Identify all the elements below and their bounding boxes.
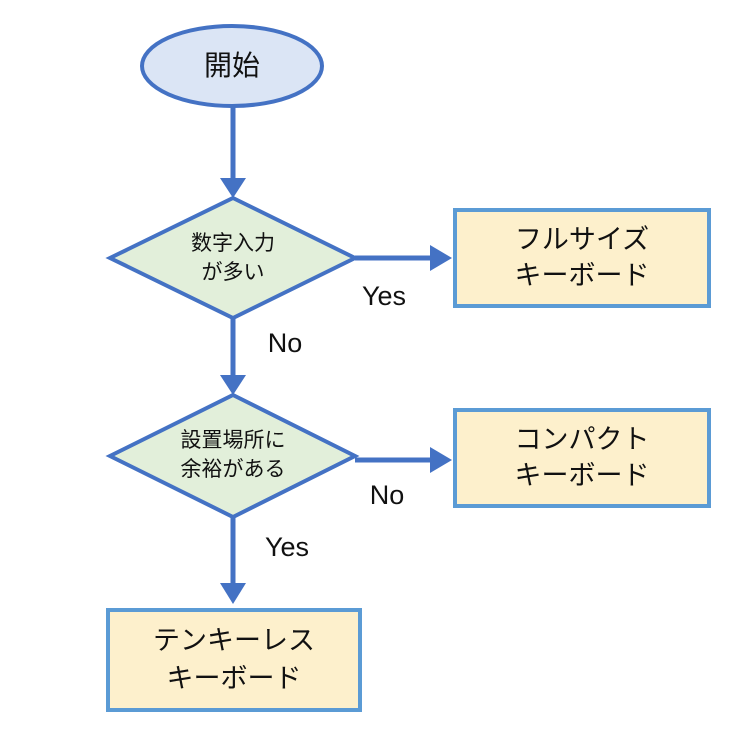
edge-label-decision1-no: No [268, 328, 303, 358]
edge-label-decision1-yes: Yes [362, 281, 406, 311]
compact-box [453, 408, 711, 508]
edge-label-decision2-no: No [370, 480, 405, 510]
arrowhead-start-to-decision1 [220, 178, 246, 198]
connectors [220, 105, 452, 604]
decision-node-space-available: 設置場所に 余裕がある [105, 392, 360, 520]
decision1-diamond [105, 195, 360, 321]
tenkeyless-box [106, 608, 362, 712]
arrowhead-decision2-to-compact [430, 447, 452, 473]
decision1-line2: が多い [202, 260, 265, 284]
compact-line1: コンパクト [515, 425, 650, 456]
fullsize-line2: キーボード [515, 261, 650, 292]
tenkeyless-line2: キーボード [167, 664, 302, 695]
result-node-tenkeyless-keyboard: テンキーレス キーボード [106, 608, 362, 712]
decision1-line1: 数字入力 [191, 231, 275, 255]
start-ellipse [140, 24, 324, 108]
start-label: 開始 [204, 49, 260, 82]
fullsize-box [453, 208, 711, 308]
edge-label-decision2-yes: Yes [265, 532, 309, 562]
compact-line2: キーボード [515, 461, 650, 492]
decision2-line1: 設置場所に [181, 428, 286, 452]
decision-node-many-numeric-input: 数字入力 が多い [105, 195, 360, 321]
result-node-compact-keyboard: コンパクト キーボード [453, 408, 711, 508]
arrowhead-decision1-to-fullsize [430, 245, 452, 271]
fullsize-line1: フルサイズ [515, 225, 649, 256]
tenkeyless-line1: テンキーレス [153, 626, 315, 657]
decision2-diamond [105, 392, 360, 520]
arrowhead-decision2-to-tenkeyless [220, 583, 246, 604]
start-node: 開始 [140, 24, 324, 108]
decision2-line2: 余裕がある [181, 457, 286, 481]
arrowhead-decision1-to-decision2 [220, 375, 246, 395]
result-node-fullsize-keyboard: フルサイズ キーボード [453, 208, 711, 308]
